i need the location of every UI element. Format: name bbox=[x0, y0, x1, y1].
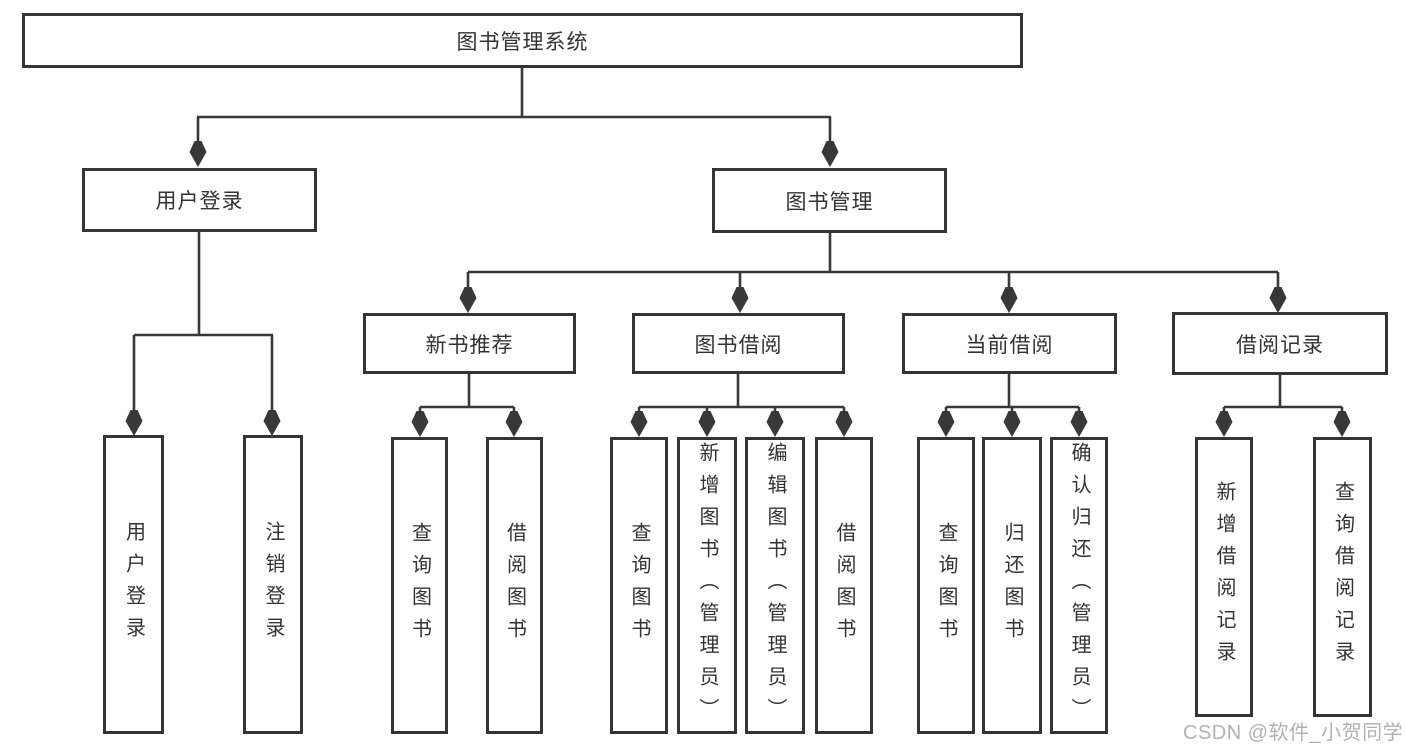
leaf-bb-edit-books-admin: 编辑图书（管理员） bbox=[745, 437, 805, 734]
leaf-bb-query-books: 查询图书 bbox=[610, 437, 668, 734]
leaf-label: 查询图书 bbox=[408, 521, 431, 650]
leaf-label: 归还图书 bbox=[1001, 521, 1023, 650]
leaf-label: 借阅图书 bbox=[503, 521, 526, 650]
node-label: 借阅记录 bbox=[1236, 333, 1324, 357]
node-book-management: 图书管理 bbox=[712, 168, 947, 233]
leaf-br-add-record: 新增借阅记录 bbox=[1195, 437, 1253, 717]
leaf-label: 用户登录 bbox=[122, 520, 145, 649]
leaf-label: 新增借阅记录 bbox=[1213, 481, 1235, 673]
node-library-system: 图书管理系统 bbox=[22, 13, 1023, 68]
node-new-book-recommend: 新书推荐 bbox=[363, 313, 576, 374]
leaf-cb-confirm-return-admin: 确认归还（管理员） bbox=[1050, 437, 1108, 734]
node-label: 当前借阅 bbox=[965, 333, 1054, 357]
leaf-label: 查询借阅记录 bbox=[1331, 481, 1354, 673]
node-label: 图书管理 bbox=[785, 190, 874, 214]
node-user-login: 用户登录 bbox=[82, 168, 317, 232]
node-label: 图书借阅 bbox=[694, 333, 783, 357]
node-label: 用户登录 bbox=[155, 190, 244, 213]
leaf-label: 查询图书 bbox=[935, 521, 957, 650]
leaf-label: 新增图书（管理员） bbox=[696, 441, 718, 730]
leaf-cb-return-books: 归还图书 bbox=[982, 437, 1042, 734]
node-current-borrow: 当前借阅 bbox=[902, 313, 1117, 374]
node-label: 新书推荐 bbox=[425, 333, 514, 357]
leaf-bb-add-books-admin: 新增图书（管理员） bbox=[677, 437, 737, 734]
leaf-bb-borrow-books: 借阅图书 bbox=[815, 437, 873, 734]
leaf-logout: 注销登录 bbox=[243, 435, 303, 734]
leaf-label: 查询图书 bbox=[628, 521, 650, 650]
leaf-label: 注销登录 bbox=[262, 520, 284, 649]
leaf-nb-borrow-books: 借阅图书 bbox=[486, 437, 543, 734]
leaf-nb-query-books: 查询图书 bbox=[391, 437, 448, 734]
node-book-borrow: 图书借阅 bbox=[632, 313, 845, 374]
leaf-br-query-record: 查询借阅记录 bbox=[1313, 437, 1372, 717]
node-label: 图书管理系统 bbox=[456, 30, 589, 54]
leaf-label: 编辑图书（管理员） bbox=[764, 441, 786, 730]
csdn-watermark: CSDN @软件_小贺同学 bbox=[1183, 722, 1404, 744]
leaf-cb-query-books: 查询图书 bbox=[917, 437, 975, 734]
leaf-label: 借阅图书 bbox=[833, 521, 855, 650]
node-borrow-records: 借阅记录 bbox=[1172, 312, 1388, 375]
leaf-user-login: 用户登录 bbox=[103, 435, 164, 734]
leaf-label: 确认归还（管理员） bbox=[1068, 441, 1090, 730]
